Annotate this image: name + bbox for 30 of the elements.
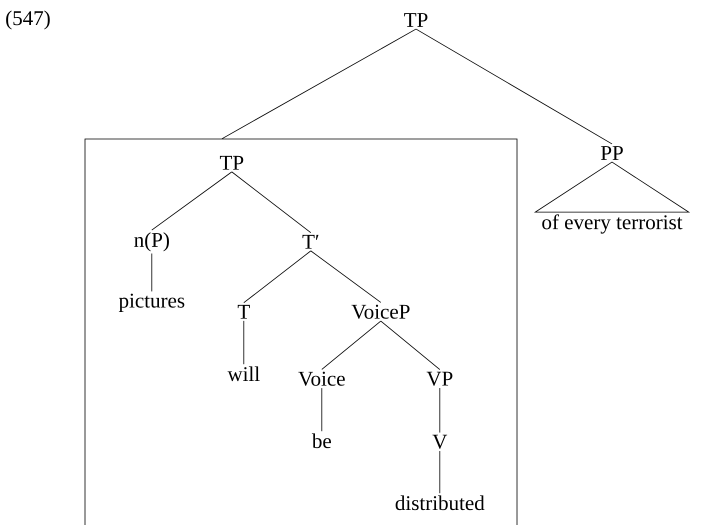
tree-branch: [321, 388, 322, 432]
tree-label: T: [238, 304, 250, 319]
tree-label: T′: [302, 234, 318, 249]
tree-label: TP: [404, 13, 428, 27]
bracket-box: [84, 138, 518, 525]
tree-branch: [416, 28, 612, 144]
tree-branch: [243, 250, 312, 304]
tree-branch: [321, 320, 382, 370]
tree-label: Voice: [298, 372, 345, 386]
tree-label: PP: [600, 146, 623, 160]
tree-branch: [231, 171, 312, 234]
tree-label: distributed: [396, 495, 484, 510]
example-number: (547): [6, 10, 50, 30]
tree-branch: [380, 320, 440, 370]
tree-label: VP: [426, 372, 452, 386]
tree-branch: [151, 253, 152, 292]
tree-label: V: [432, 434, 448, 449]
tree-label: n(P): [134, 232, 169, 252]
tree-label: be: [312, 433, 331, 448]
tree-branch: [151, 171, 232, 230]
tree-branch: [439, 450, 440, 494]
tree-branch: [221, 28, 416, 140]
tree-branch: [310, 250, 382, 303]
tree-label: will: [227, 366, 260, 382]
tree-branch: [243, 320, 244, 365]
tree-branch: [439, 388, 440, 433]
phrase-text: of every terrorist: [542, 214, 682, 234]
tree-label: pictures: [118, 294, 184, 312]
tree-label: VoiceP: [351, 304, 410, 319]
tree-label: TP: [220, 156, 244, 170]
